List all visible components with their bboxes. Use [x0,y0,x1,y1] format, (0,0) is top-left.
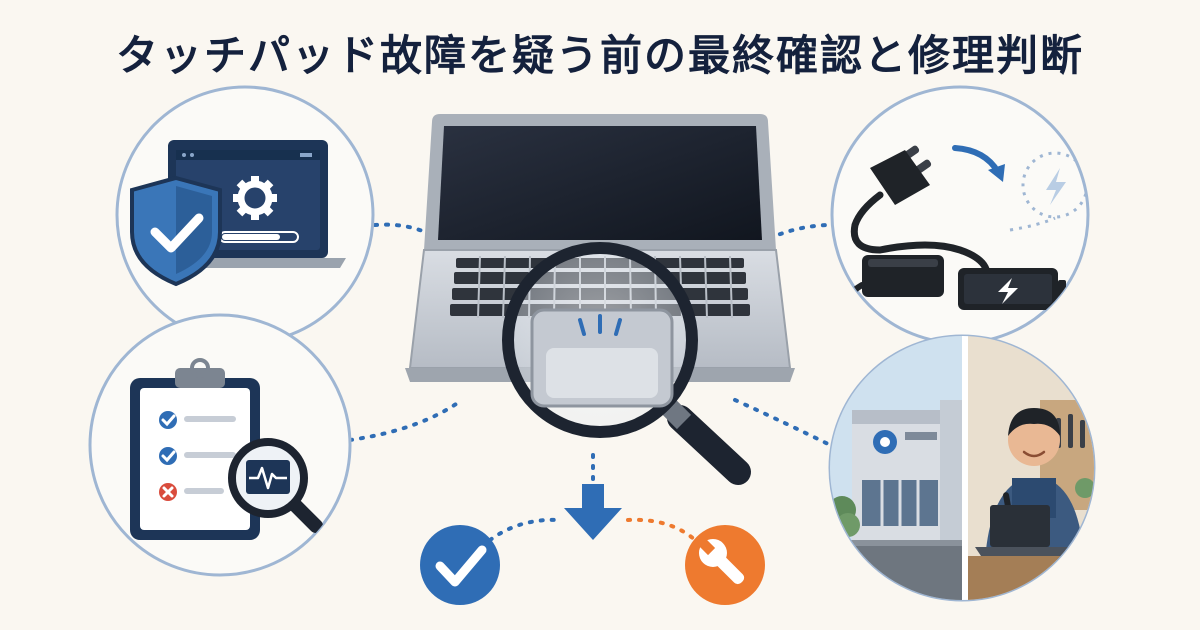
heartbeat-icon [249,466,287,490]
battery-charging-icon [958,268,1066,310]
shield-check-icon [130,175,222,287]
laptop-icon [975,505,1070,556]
repair-shop-building-icon [852,400,964,540]
check-circle-icon [420,525,500,605]
gear-icon [233,176,277,220]
arrow-down-icon [564,484,622,540]
connector-to-check [488,517,562,542]
touchpad-icon [530,308,674,408]
connector-bottom-right [733,398,832,447]
software-check-circle [115,85,375,345]
clipboard-checklist-icon [130,358,260,540]
page-title: タッチパッド故障を疑う前の最終確認と修理判断 [115,31,1084,80]
wrench-circle-icon [685,525,765,605]
connector-to-wrench [626,517,697,542]
diagnostics-circle [88,313,352,577]
connector-top-right [748,223,834,250]
repair-service-circle [828,334,1096,602]
power-check-circle [830,85,1090,345]
magnifier-icon [228,438,323,533]
connector-bottom-left [348,398,464,442]
power-plug-icon [850,145,991,289]
magnifying-glass-icon [502,242,751,485]
